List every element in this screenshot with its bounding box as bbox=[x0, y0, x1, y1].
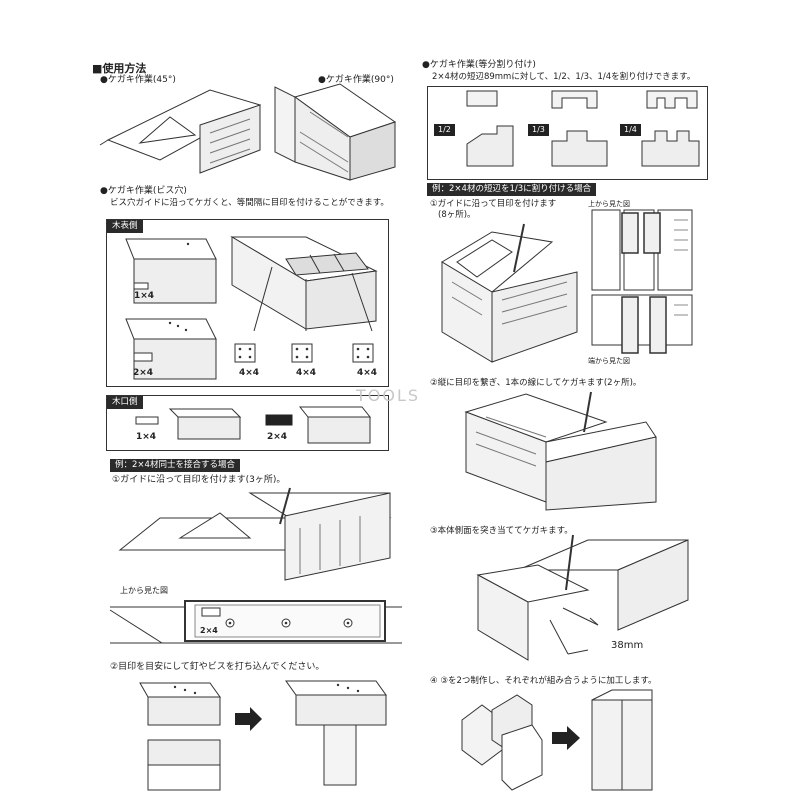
joint-step-2: ②目印を目安にして釘やビスを打ち込んでください。 bbox=[110, 662, 325, 672]
third-step-1b: (8ヶ所)。 bbox=[438, 210, 476, 220]
screw-guide-description: ビス穴ガイドに沿ってケガくと、等間隔に目印を付けることができます。 bbox=[110, 198, 389, 208]
fraction-label-quarter: 1/4 bbox=[620, 124, 641, 136]
scribe-45-caption: ●ケガキ作業(45°) bbox=[100, 75, 176, 85]
end-size-label-2x4: 2×4 bbox=[266, 432, 288, 442]
topview-left-illustration bbox=[109, 600, 402, 644]
joint-step-1-illustration bbox=[118, 487, 392, 581]
third-step-3: ③本体側面を突き当ててケガキます。 bbox=[430, 526, 573, 536]
size-label-2x4: 2×4 bbox=[132, 368, 154, 378]
end-size-label-1x4: 1×4 bbox=[136, 432, 157, 442]
equal-division-caption: ●ケガキ作業(等分割り付け) bbox=[422, 60, 536, 70]
face-side-panel: 木表側 bbox=[106, 219, 389, 387]
size-label-4x4-b: 4×4 bbox=[295, 368, 317, 378]
third-step-4: ④ ③を2つ制作し、それぞれが組み合うように加工します。 bbox=[430, 676, 657, 686]
end-side-illustrations bbox=[135, 406, 372, 444]
face-side-label: 木表側 bbox=[107, 220, 143, 233]
third-step-3-illustration bbox=[476, 534, 689, 661]
third-step-4-illustration bbox=[461, 689, 653, 791]
sideview-caption-right: 端から見た図 bbox=[588, 357, 630, 365]
page-title: ■使用方法 bbox=[92, 62, 147, 75]
joint-step-2-illustration bbox=[139, 680, 387, 791]
joint-step-1: ①ガイドに沿って目印を付けます(3ヶ所)。 bbox=[112, 475, 286, 485]
dimension-label: 38mm bbox=[611, 640, 644, 651]
third-step-2-illustration bbox=[464, 391, 657, 511]
size-label-4x4-a: 4×4 bbox=[238, 368, 260, 378]
watermark: TOOLS bbox=[356, 386, 421, 405]
topview-caption-left: 上から見た図 bbox=[120, 586, 168, 595]
topview-caption-right: 上から見た図 bbox=[588, 200, 630, 208]
scribe-45-illustration bbox=[99, 89, 262, 174]
third-step-1a: ①ガイドに沿って目印を付けます bbox=[430, 199, 557, 209]
scribe-90-caption: ●ケガキ作業(90°) bbox=[318, 75, 394, 85]
third-example-bar: 例：2×4材の短辺を1/3に割り付ける場合 bbox=[427, 183, 597, 196]
face-side-illustrations bbox=[125, 236, 378, 380]
third-topview-illustration bbox=[591, 209, 693, 354]
end-side-label: 木口側 bbox=[107, 396, 143, 409]
topview-size-label: 2×4 bbox=[200, 626, 218, 635]
equal-division-description: 2×4材の短辺89mmに対して、1/2、1/3、1/4を割り付けできます。 bbox=[432, 72, 696, 82]
end-side-panel: 木口側 bbox=[106, 395, 389, 451]
fraction-label-third: 1/3 bbox=[528, 124, 549, 136]
size-label-1x4: 1×4 bbox=[134, 291, 155, 301]
scribe-90-illustration bbox=[274, 83, 397, 181]
joint-example-bar: 例：2×4材同士を接合する場合 bbox=[110, 459, 240, 472]
screw-guide-caption: ●ケガキ作業(ビス穴) bbox=[100, 186, 187, 196]
size-label-4x4-c: 4×4 bbox=[356, 368, 378, 378]
fraction-label-half: 1/2 bbox=[434, 124, 455, 136]
fraction-panel bbox=[427, 86, 708, 180]
third-step-2: ②縦に目印を繋ぎ、1本の線にしてケガキます(2ヶ所)。 bbox=[430, 378, 642, 388]
third-step-1-illustration bbox=[441, 223, 578, 363]
fraction-illustrations bbox=[466, 90, 700, 167]
